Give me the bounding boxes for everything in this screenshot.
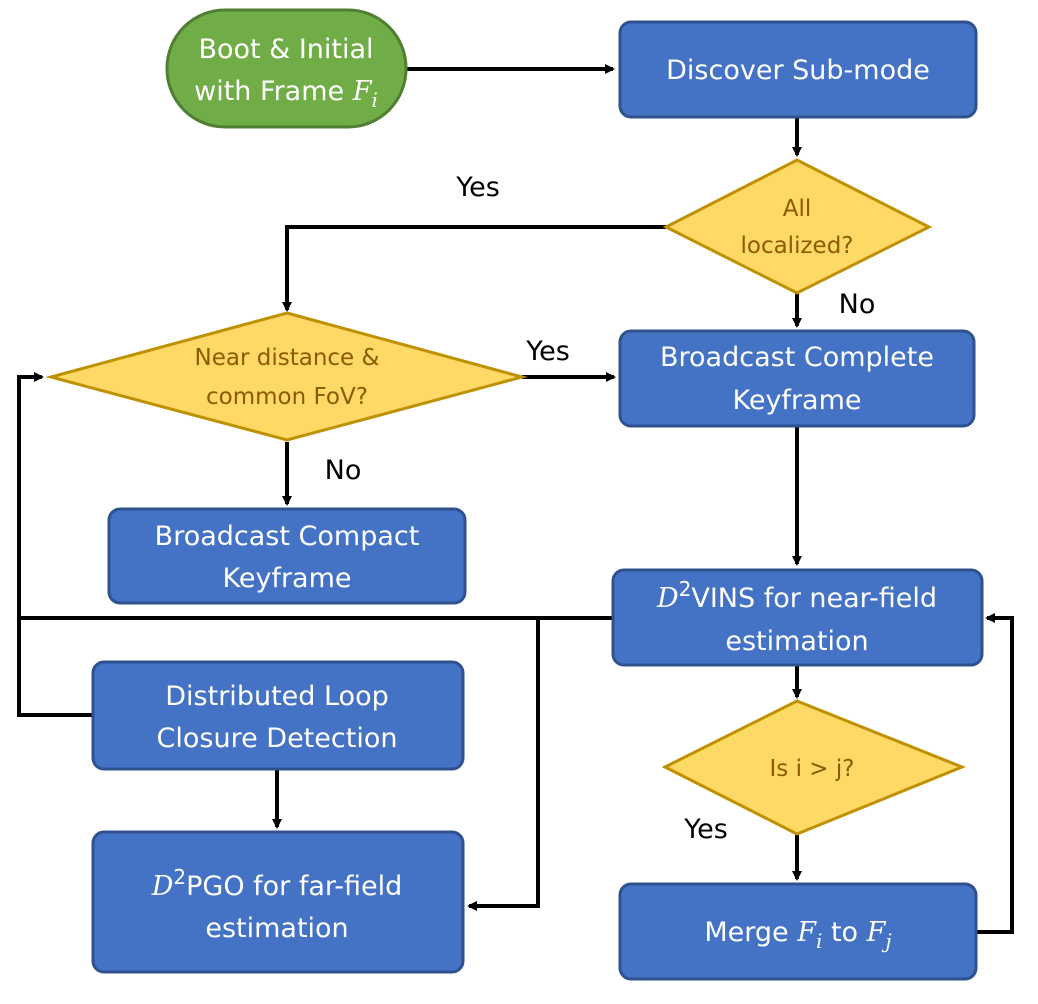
discover-label: Discover Sub-mode [666, 55, 930, 86]
d2vins-line2: estimation [725, 626, 868, 657]
connectors [17, 64, 1014, 934]
d2vins-line1: D2VINS for near-field [656, 577, 937, 614]
edge-all-localized-yes [282, 225, 666, 312]
is-i-gt-j-label: Is i > j? [770, 756, 855, 782]
all-localized-shape [662, 158, 933, 295]
d2vins-shape [611, 568, 984, 667]
near-distance-line1: Near distance & [195, 345, 380, 371]
node-broadcast-compact: Broadcast Compact Keyframe [107, 507, 467, 605]
merge-shape [618, 882, 978, 981]
node-d2vins: D2VINS for near-field estimation [611, 568, 984, 667]
edge-merge-to-d2vins [977, 613, 1014, 934]
edge-d2vins-to-near-distance [17, 372, 612, 620]
edge-labels: Yes No Yes No Yes [325, 172, 876, 845]
label-all-localized-no: No [839, 289, 876, 320]
broadcast-compact-shape [107, 507, 467, 605]
near-distance-shape [45, 311, 528, 442]
node-broadcast-complete: Broadcast Complete Keyframe [618, 329, 976, 428]
broadcast-complete-shape [618, 329, 976, 428]
discover-shape [618, 20, 978, 119]
node-boot: Boot & Initial with Frame Fi [165, 8, 408, 129]
node-discover: Discover Sub-mode [618, 20, 978, 119]
broadcast-compact-line2: Keyframe [222, 563, 351, 594]
near-distance-line2: common FoV? [206, 384, 368, 410]
node-near-distance: Near distance & common FoV? [45, 311, 528, 442]
boot-shape [165, 8, 408, 129]
label-all-localized-yes: Yes [455, 172, 500, 203]
boot-line1: Boot & Initial [198, 34, 373, 65]
loop-closure-line2: Closure Detection [157, 723, 398, 754]
all-localized-line2: localized? [740, 233, 853, 259]
node-d2pgo: D2PGO for far-field estimation [91, 830, 465, 974]
broadcast-complete-line1: Broadcast Complete [660, 342, 934, 373]
loop-closure-line1: Distributed Loop [165, 681, 388, 712]
node-is-i-gt-j: Is i > j? [661, 699, 967, 836]
loop-closure-shape [91, 660, 465, 771]
label-near-distance-yes: Yes [525, 336, 570, 367]
all-localized-line1: All [783, 196, 812, 222]
d2pgo-shape [91, 830, 465, 974]
label-is-i-gt-j-yes: Yes [683, 814, 728, 845]
edge-loop-closure-to-near-distance [17, 618, 93, 717]
label-near-distance-no: No [325, 455, 362, 486]
d2pgo-line1: D2PGO for far-field [151, 865, 403, 902]
node-merge: Merge Fi to Fj [618, 882, 978, 981]
broadcast-compact-line1: Broadcast Compact [155, 521, 420, 552]
d2pgo-line2: estimation [205, 913, 348, 944]
node-loop-closure: Distributed Loop Closure Detection [91, 660, 465, 771]
is-i-gt-j-shape [661, 699, 967, 836]
boot-line2: with Frame Fi [194, 76, 378, 112]
broadcast-complete-line2: Keyframe [732, 385, 861, 416]
node-all-localized: All localized? [662, 158, 933, 295]
merge-label: Merge Fi to Fj [704, 917, 891, 953]
edge-d2vins-to-d2pgo [467, 618, 540, 911]
